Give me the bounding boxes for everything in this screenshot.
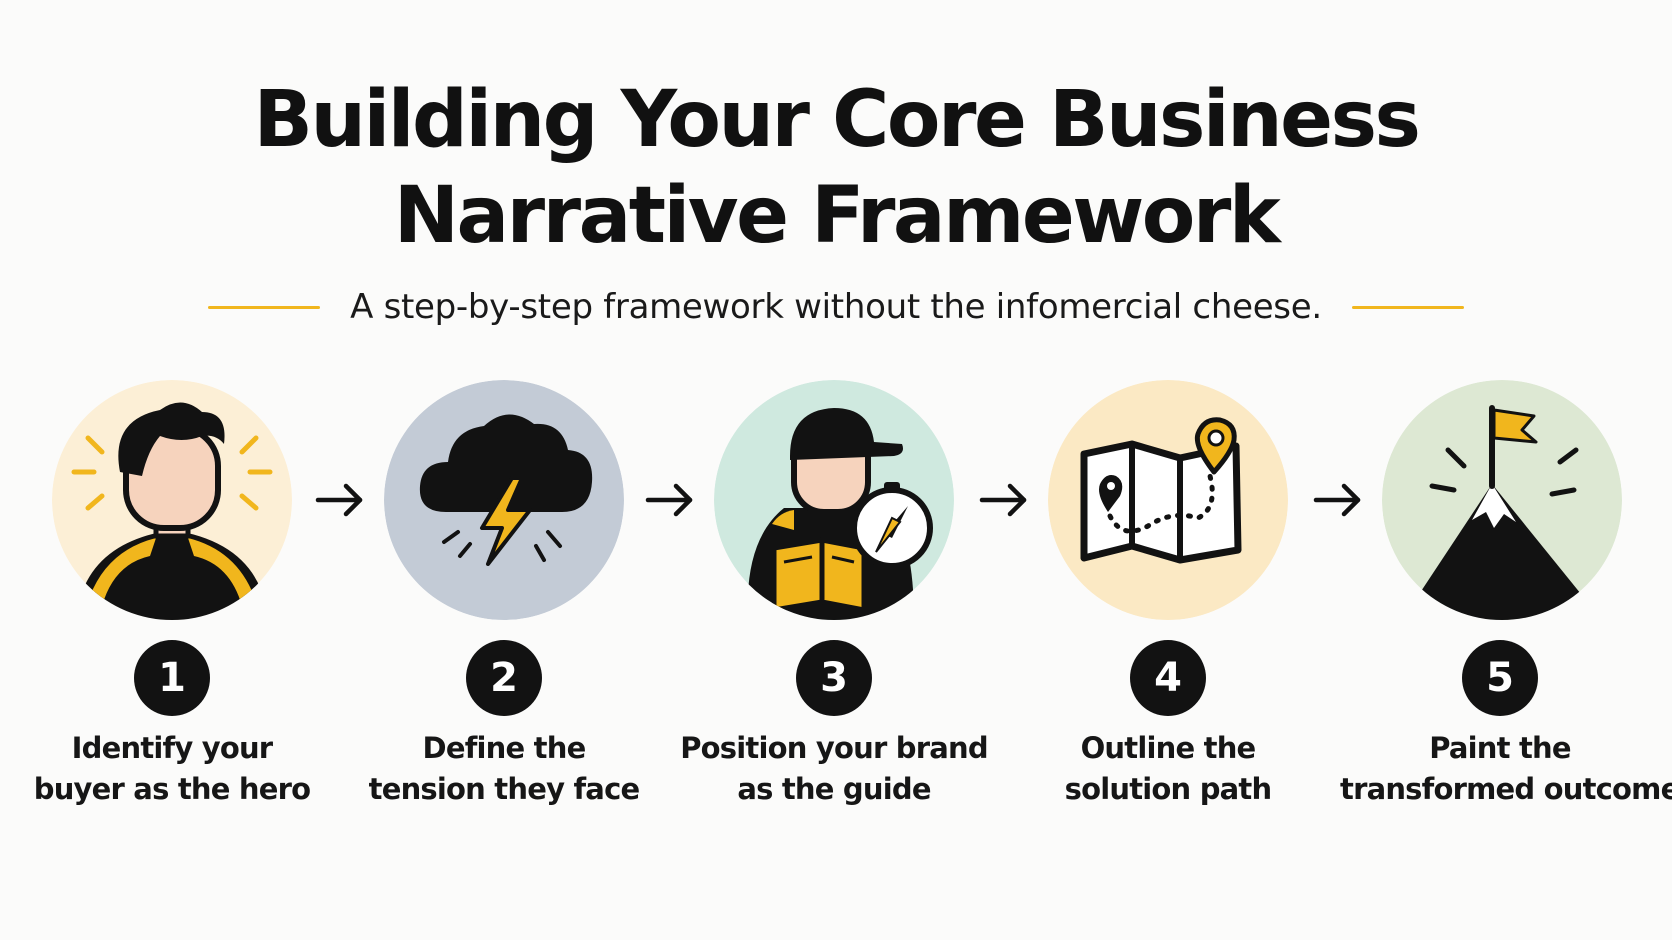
subtitle-row: A step-by-step framework without the inf…	[0, 282, 1672, 332]
subtitle-rule-left	[208, 305, 321, 309]
step-1-label: Identify your buyer as the hero	[12, 728, 332, 810]
step-2-label-line-2: tension they face	[368, 772, 640, 806]
step-2-illustration	[384, 380, 624, 620]
map-route-pin-icon	[1048, 380, 1288, 620]
mountain-flag-icon	[1382, 380, 1622, 620]
step-2-label: Define the tension they face	[344, 728, 664, 810]
title-line-2: Narrative Framework	[393, 171, 1281, 261]
page-title: Building Your Core Business Narrative Fr…	[0, 72, 1672, 264]
step-4-illustration	[1048, 380, 1288, 620]
step-5-number-badge: 5	[1462, 640, 1538, 716]
step-3-label-line-2: as the guide	[737, 772, 931, 806]
step-2-label-line-1: Define the	[422, 731, 587, 765]
step-4-label: Outline the solution path	[1008, 728, 1328, 810]
subtitle: A step-by-step framework without the inf…	[350, 287, 1322, 327]
step-3-number-badge: 3	[796, 640, 872, 716]
step-3-label-line-1: Position your brand	[680, 731, 988, 765]
step-5-illustration	[1382, 380, 1622, 620]
step-5-label-line-2: transformed outcome	[1340, 772, 1672, 806]
title-line-1: Building Your Core Business	[253, 75, 1421, 165]
step-1-label-line-2: buyer as the hero	[33, 772, 311, 806]
arrow-icon	[645, 483, 693, 517]
storm-cloud-lightning-icon	[384, 380, 624, 620]
hero-person-icon	[52, 380, 292, 620]
step-1-illustration	[52, 380, 292, 620]
step-3-label: Position your brand as the guide	[674, 728, 994, 810]
step-2-number-badge: 2	[466, 640, 542, 716]
guide-with-map-compass-icon	[714, 380, 954, 620]
arrow-icon	[1313, 483, 1361, 517]
subtitle-rule-right	[1351, 305, 1464, 309]
arrow-icon	[315, 483, 363, 517]
step-1-label-line-1: Identify your	[71, 731, 273, 765]
step-4-number-badge: 4	[1130, 640, 1206, 716]
step-4-label-line-2: solution path	[1064, 772, 1272, 806]
step-1-number-badge: 1	[134, 640, 210, 716]
step-5-label: Paint the transformed outcome	[1340, 728, 1672, 810]
step-3-illustration	[714, 380, 954, 620]
step-4-label-line-1: Outline the	[1080, 731, 1257, 765]
step-5-label-line-1: Paint the	[1429, 731, 1571, 765]
arrow-icon	[979, 483, 1027, 517]
